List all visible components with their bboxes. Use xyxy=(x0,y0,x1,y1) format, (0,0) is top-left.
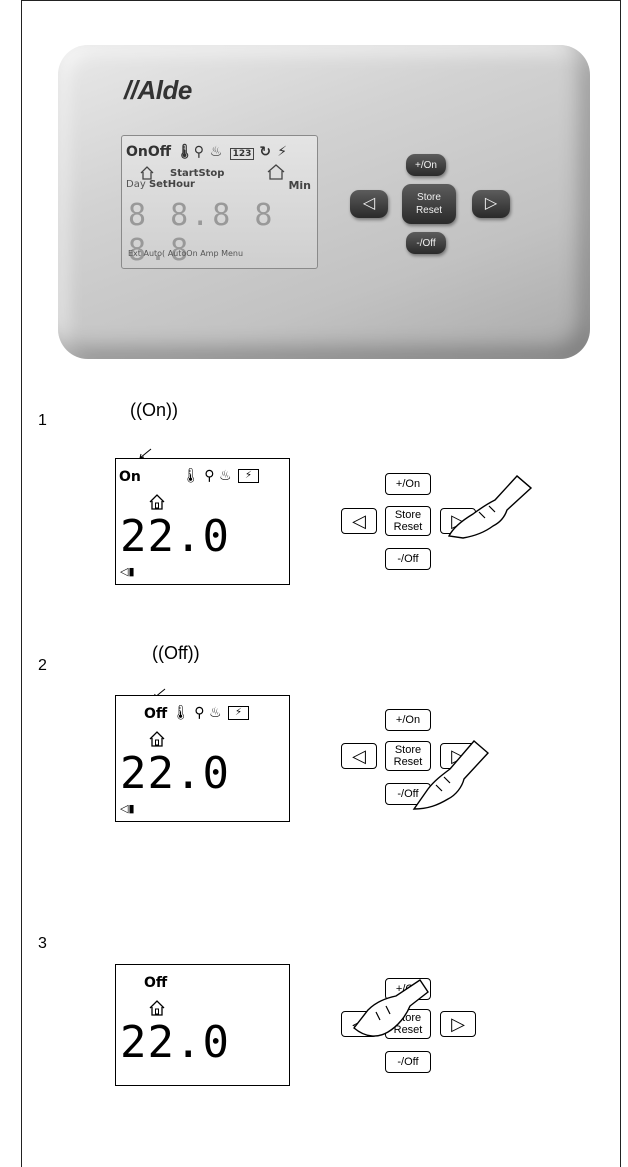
startstop-label: StartStop xyxy=(170,168,225,179)
cycle-icon: ↻ xyxy=(259,144,272,160)
right-key[interactable]: ▷ xyxy=(440,1011,476,1037)
reset-label: Reset xyxy=(393,1024,423,1036)
pressing-hand-icon xyxy=(353,979,429,1037)
temperature-value: 22.0 xyxy=(120,511,230,562)
store-label: Store xyxy=(417,192,441,203)
signal-off: ((Off)) xyxy=(152,643,200,663)
house-icon xyxy=(140,166,154,180)
step-display: On 🌡︎ ⚲ ♨︎ ⚡︎ 22.0 ◁▮ xyxy=(115,458,290,585)
house-icon xyxy=(149,1000,165,1016)
tap-icon: ⚲ xyxy=(194,705,205,721)
plug-icon: ⚡︎ xyxy=(277,144,288,160)
plus-on-button[interactable]: +/On xyxy=(406,154,446,176)
calendar-icon: 123 xyxy=(229,148,255,160)
step-number: 2 xyxy=(38,657,47,674)
device-display: OnOff 🌡︎ ⚲ ♨︎ 123 ↻ ⚡︎ StartStop Day Set… xyxy=(121,135,318,269)
store-label: Store xyxy=(394,744,422,756)
thermometer-icon: 🌡︎ xyxy=(176,144,194,160)
reset-label: Reset xyxy=(393,521,423,533)
speaker-icon: ◁▮ xyxy=(120,565,135,578)
left-button[interactable]: ◁ xyxy=(350,190,388,218)
reset-label: Reset xyxy=(393,756,423,768)
pointer-arrow xyxy=(139,448,152,459)
store-reset-key[interactable]: Store Reset xyxy=(385,741,431,771)
plus-on-key[interactable]: +/On xyxy=(385,473,431,495)
thermometer-icon: 🌡︎ xyxy=(182,468,200,484)
tap-icon: ⚲ xyxy=(204,468,215,484)
thermometer-icon: 🌡︎ xyxy=(172,705,190,721)
pressing-hand-icon xyxy=(412,740,490,810)
battery-icon: ⚡︎ xyxy=(227,706,249,720)
status-icons: 🌡︎ ⚲ ♨︎ ⚡︎ xyxy=(172,705,249,721)
onoff-label: OnOff xyxy=(126,144,172,160)
store-reset-key[interactable]: Store Reset xyxy=(385,506,431,536)
store-reset-button[interactable]: Store Reset xyxy=(402,184,456,224)
house-away-icon xyxy=(267,164,285,180)
plus-on-key[interactable]: +/On xyxy=(385,709,431,731)
tap-icon: ⚲ xyxy=(193,144,204,160)
display-row-modes: Ext Auto( AutoOn Amp Menu xyxy=(128,249,244,258)
min-label: Min xyxy=(288,179,311,192)
status-icons: 🌡︎ ⚲ ♨︎ ⚡︎ xyxy=(182,468,259,484)
page-frame xyxy=(21,0,621,1167)
temperature-value: 22.0 xyxy=(120,748,230,799)
flame-icon: ♨︎ xyxy=(208,705,222,721)
segment-digits: 8 8.8 8 8.8 xyxy=(128,198,276,268)
day-label: Day xyxy=(126,179,146,190)
house-icon xyxy=(149,494,165,510)
display-row-time: Day SetHour xyxy=(126,179,195,190)
step-display: Off 22.0 xyxy=(115,964,290,1086)
reset-label: Reset xyxy=(415,205,443,216)
on-label: On xyxy=(119,469,141,485)
flame-icon: ♨︎ xyxy=(209,144,223,160)
temperature-value: 22.0 xyxy=(120,1017,230,1068)
minus-off-button[interactable]: -/Off xyxy=(406,232,446,254)
speaker-icon: ◁▮ xyxy=(120,802,135,815)
sethour-label: SetHour xyxy=(148,179,195,190)
house-icon xyxy=(149,731,165,747)
right-button[interactable]: ▷ xyxy=(472,190,510,218)
off-label: Off xyxy=(144,975,168,991)
display-row-icons: OnOff 🌡︎ ⚲ ♨︎ 123 ↻ ⚡︎ xyxy=(126,144,288,160)
battery-icon: ⚡︎ xyxy=(237,469,259,483)
left-key[interactable]: ◁ xyxy=(341,743,377,769)
step-number: 1 xyxy=(38,412,47,429)
alde-logo: //Alde xyxy=(124,75,192,105)
off-label: Off xyxy=(144,706,168,722)
flame-icon: ♨︎ xyxy=(218,468,232,484)
signal-on: ((On)) xyxy=(130,400,178,420)
left-key[interactable]: ◁ xyxy=(341,508,377,534)
minus-off-key[interactable]: -/Off xyxy=(385,548,431,570)
pressing-hand-icon xyxy=(447,475,533,539)
step-number: 3 xyxy=(38,935,47,952)
step-display: Off 🌡︎ ⚲ ♨︎ ⚡︎ 22.0 ◁▮ xyxy=(115,695,290,822)
minus-off-key[interactable]: -/Off xyxy=(385,1051,431,1073)
store-label: Store xyxy=(394,509,422,521)
